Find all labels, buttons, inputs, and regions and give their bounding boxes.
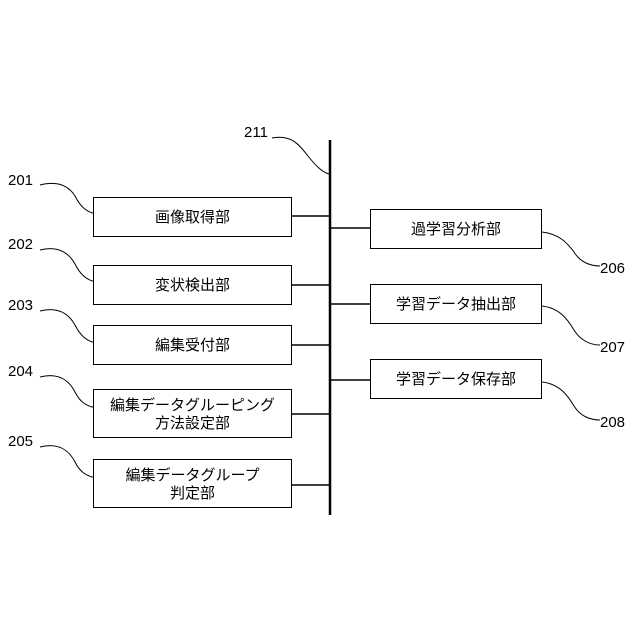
block-label: 過学習分析部 <box>411 220 501 238</box>
training-data-storage-block: 学習データ保存部 <box>370 359 542 399</box>
ref-label-206: 206 <box>600 260 625 277</box>
edit-reception-block: 編集受付部 <box>93 325 292 365</box>
leader-205 <box>40 446 96 478</box>
ref-label-205: 205 <box>8 433 33 450</box>
ref-label-204: 204 <box>8 363 33 380</box>
leader-211 <box>272 137 329 174</box>
block-label: 学習データ抽出部 <box>396 295 516 313</box>
training-data-extraction-block: 学習データ抽出部 <box>370 284 542 324</box>
block-label-line-1: 編集データグルーピング <box>110 396 275 414</box>
leader-204 <box>40 376 96 408</box>
edit-data-grouping-method-setting-block: 編集データグルーピング 方法設定部 <box>93 389 292 438</box>
leader-206 <box>542 232 600 266</box>
block-label-line-1: 編集データグループ <box>125 466 259 484</box>
block-label: 変状検出部 <box>155 276 230 294</box>
leader-201 <box>40 183 96 214</box>
leader-207 <box>542 306 600 345</box>
bus-ref-label: 211 <box>244 124 268 141</box>
edit-data-group-determination-block: 編集データグループ 判定部 <box>93 459 292 508</box>
image-acquisition-block: 画像取得部 <box>93 197 292 237</box>
block-label: 学習データ保存部 <box>396 370 516 388</box>
ref-label-207: 207 <box>600 339 625 356</box>
leader-202 <box>40 249 96 282</box>
block-label: 画像取得部 <box>155 208 230 226</box>
deformation-detection-block: 変状検出部 <box>93 265 292 305</box>
overfitting-analysis-block: 過学習分析部 <box>370 209 542 249</box>
leader-208 <box>542 382 600 420</box>
block-label: 編集受付部 <box>155 336 230 354</box>
block-label-line-2: 方法設定部 <box>155 414 230 432</box>
ref-label-201: 201 <box>8 172 33 189</box>
leader-203 <box>40 310 96 343</box>
ref-label-202: 202 <box>8 236 33 253</box>
block-label-line-2: 判定部 <box>170 484 215 502</box>
ref-label-208: 208 <box>600 414 625 431</box>
ref-label-203: 203 <box>8 297 33 314</box>
